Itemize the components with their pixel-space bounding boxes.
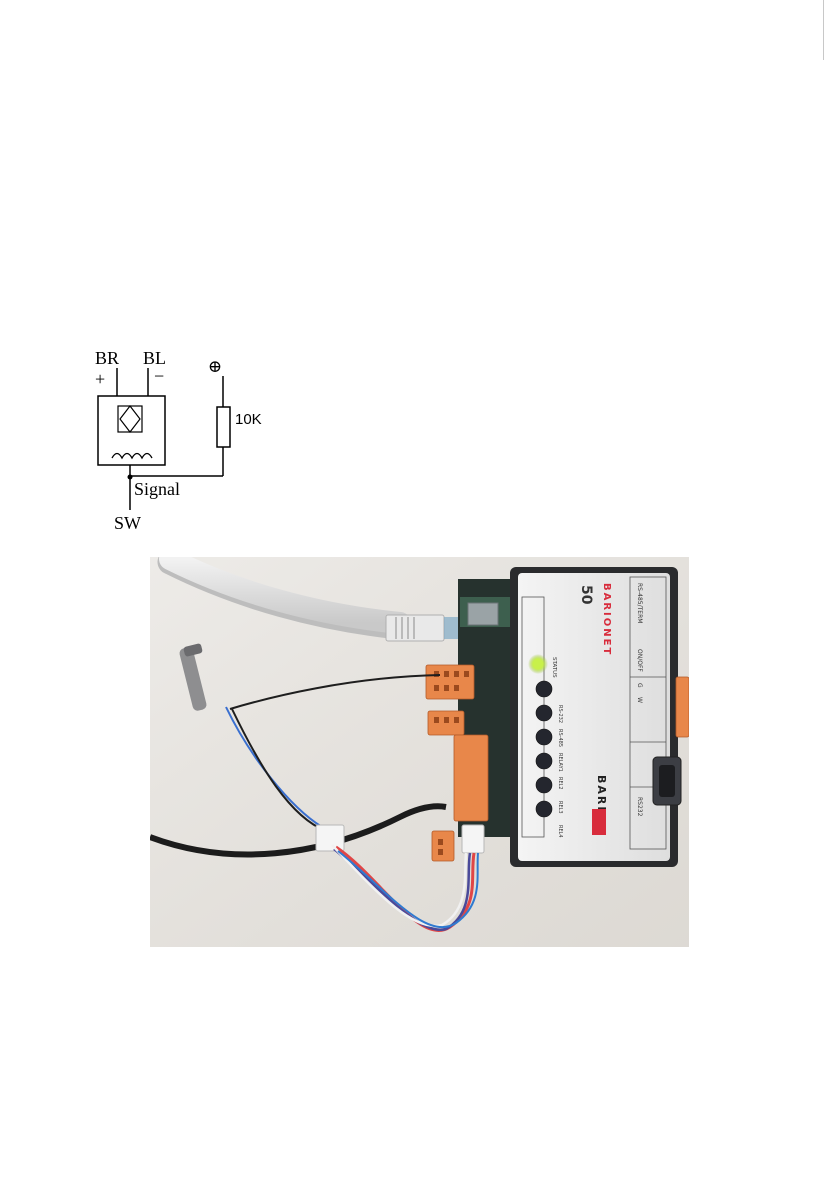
- wire-label-bl: BL: [143, 348, 166, 368]
- brand-name: BARIONET: [601, 583, 612, 656]
- schematic-drawing: BR BL + − ⊕ 10K Signal: [80, 340, 280, 540]
- side-label-w: W: [636, 697, 643, 703]
- db9-port: [659, 765, 675, 797]
- terminal-block-4: [432, 831, 454, 861]
- device-photo-illustration: BARIONET 50 BARIX RS-485/TERM ON/OFF G W: [150, 557, 689, 947]
- rj45-plug: [386, 615, 444, 641]
- indicator-1: [536, 681, 552, 697]
- led-label-rel2: REL2: [557, 777, 563, 790]
- side-label-onoff: ON/OFF: [636, 649, 643, 672]
- led-label-rel3: REL3: [557, 801, 563, 814]
- page-edge-mark: [823, 0, 824, 60]
- resistor: [217, 407, 230, 447]
- side-label-term: RS-485/TERM: [636, 583, 643, 623]
- indicator-3: [536, 729, 552, 745]
- side-label-rs232: RS232: [636, 797, 643, 817]
- led-label-relay1: RELAY1: [557, 753, 563, 772]
- supply-symbol: ⊕: [208, 357, 222, 376]
- indicator-2: [536, 705, 552, 721]
- indicator-5: [536, 777, 552, 793]
- white-connector-1: [316, 825, 344, 851]
- wiring-schematic: BR BL + − ⊕ 10K Signal: [80, 340, 280, 540]
- side-label-g: G: [636, 683, 643, 688]
- terminal-block-3: [454, 735, 488, 821]
- device-photo: BARIONET 50 BARIX RS-485/TERM ON/OFF G W: [150, 557, 689, 947]
- signal-label: Signal: [134, 479, 180, 499]
- led-label-rel4: REL4: [557, 825, 563, 838]
- wire-label-br: BR: [95, 348, 119, 368]
- led-label-rs485: RS-485: [557, 729, 563, 747]
- manufacturer-accent: [592, 809, 606, 835]
- terminal-block-right: [676, 677, 689, 737]
- indicator-6: [536, 801, 552, 817]
- indicator-4: [536, 753, 552, 769]
- model-number: 50: [578, 585, 594, 605]
- status-led-label: STATUS: [551, 657, 557, 678]
- sw-label: SW: [114, 513, 141, 533]
- terminal-block-1: [426, 665, 474, 699]
- ethernet-jack: [468, 603, 498, 625]
- white-connector-2: [462, 825, 484, 853]
- status-led: [533, 659, 543, 669]
- led-label-rs232: RS-232: [557, 705, 563, 723]
- minus-sign: −: [154, 366, 164, 386]
- resistor-value: 10K: [235, 411, 262, 428]
- plus-sign: +: [95, 369, 105, 389]
